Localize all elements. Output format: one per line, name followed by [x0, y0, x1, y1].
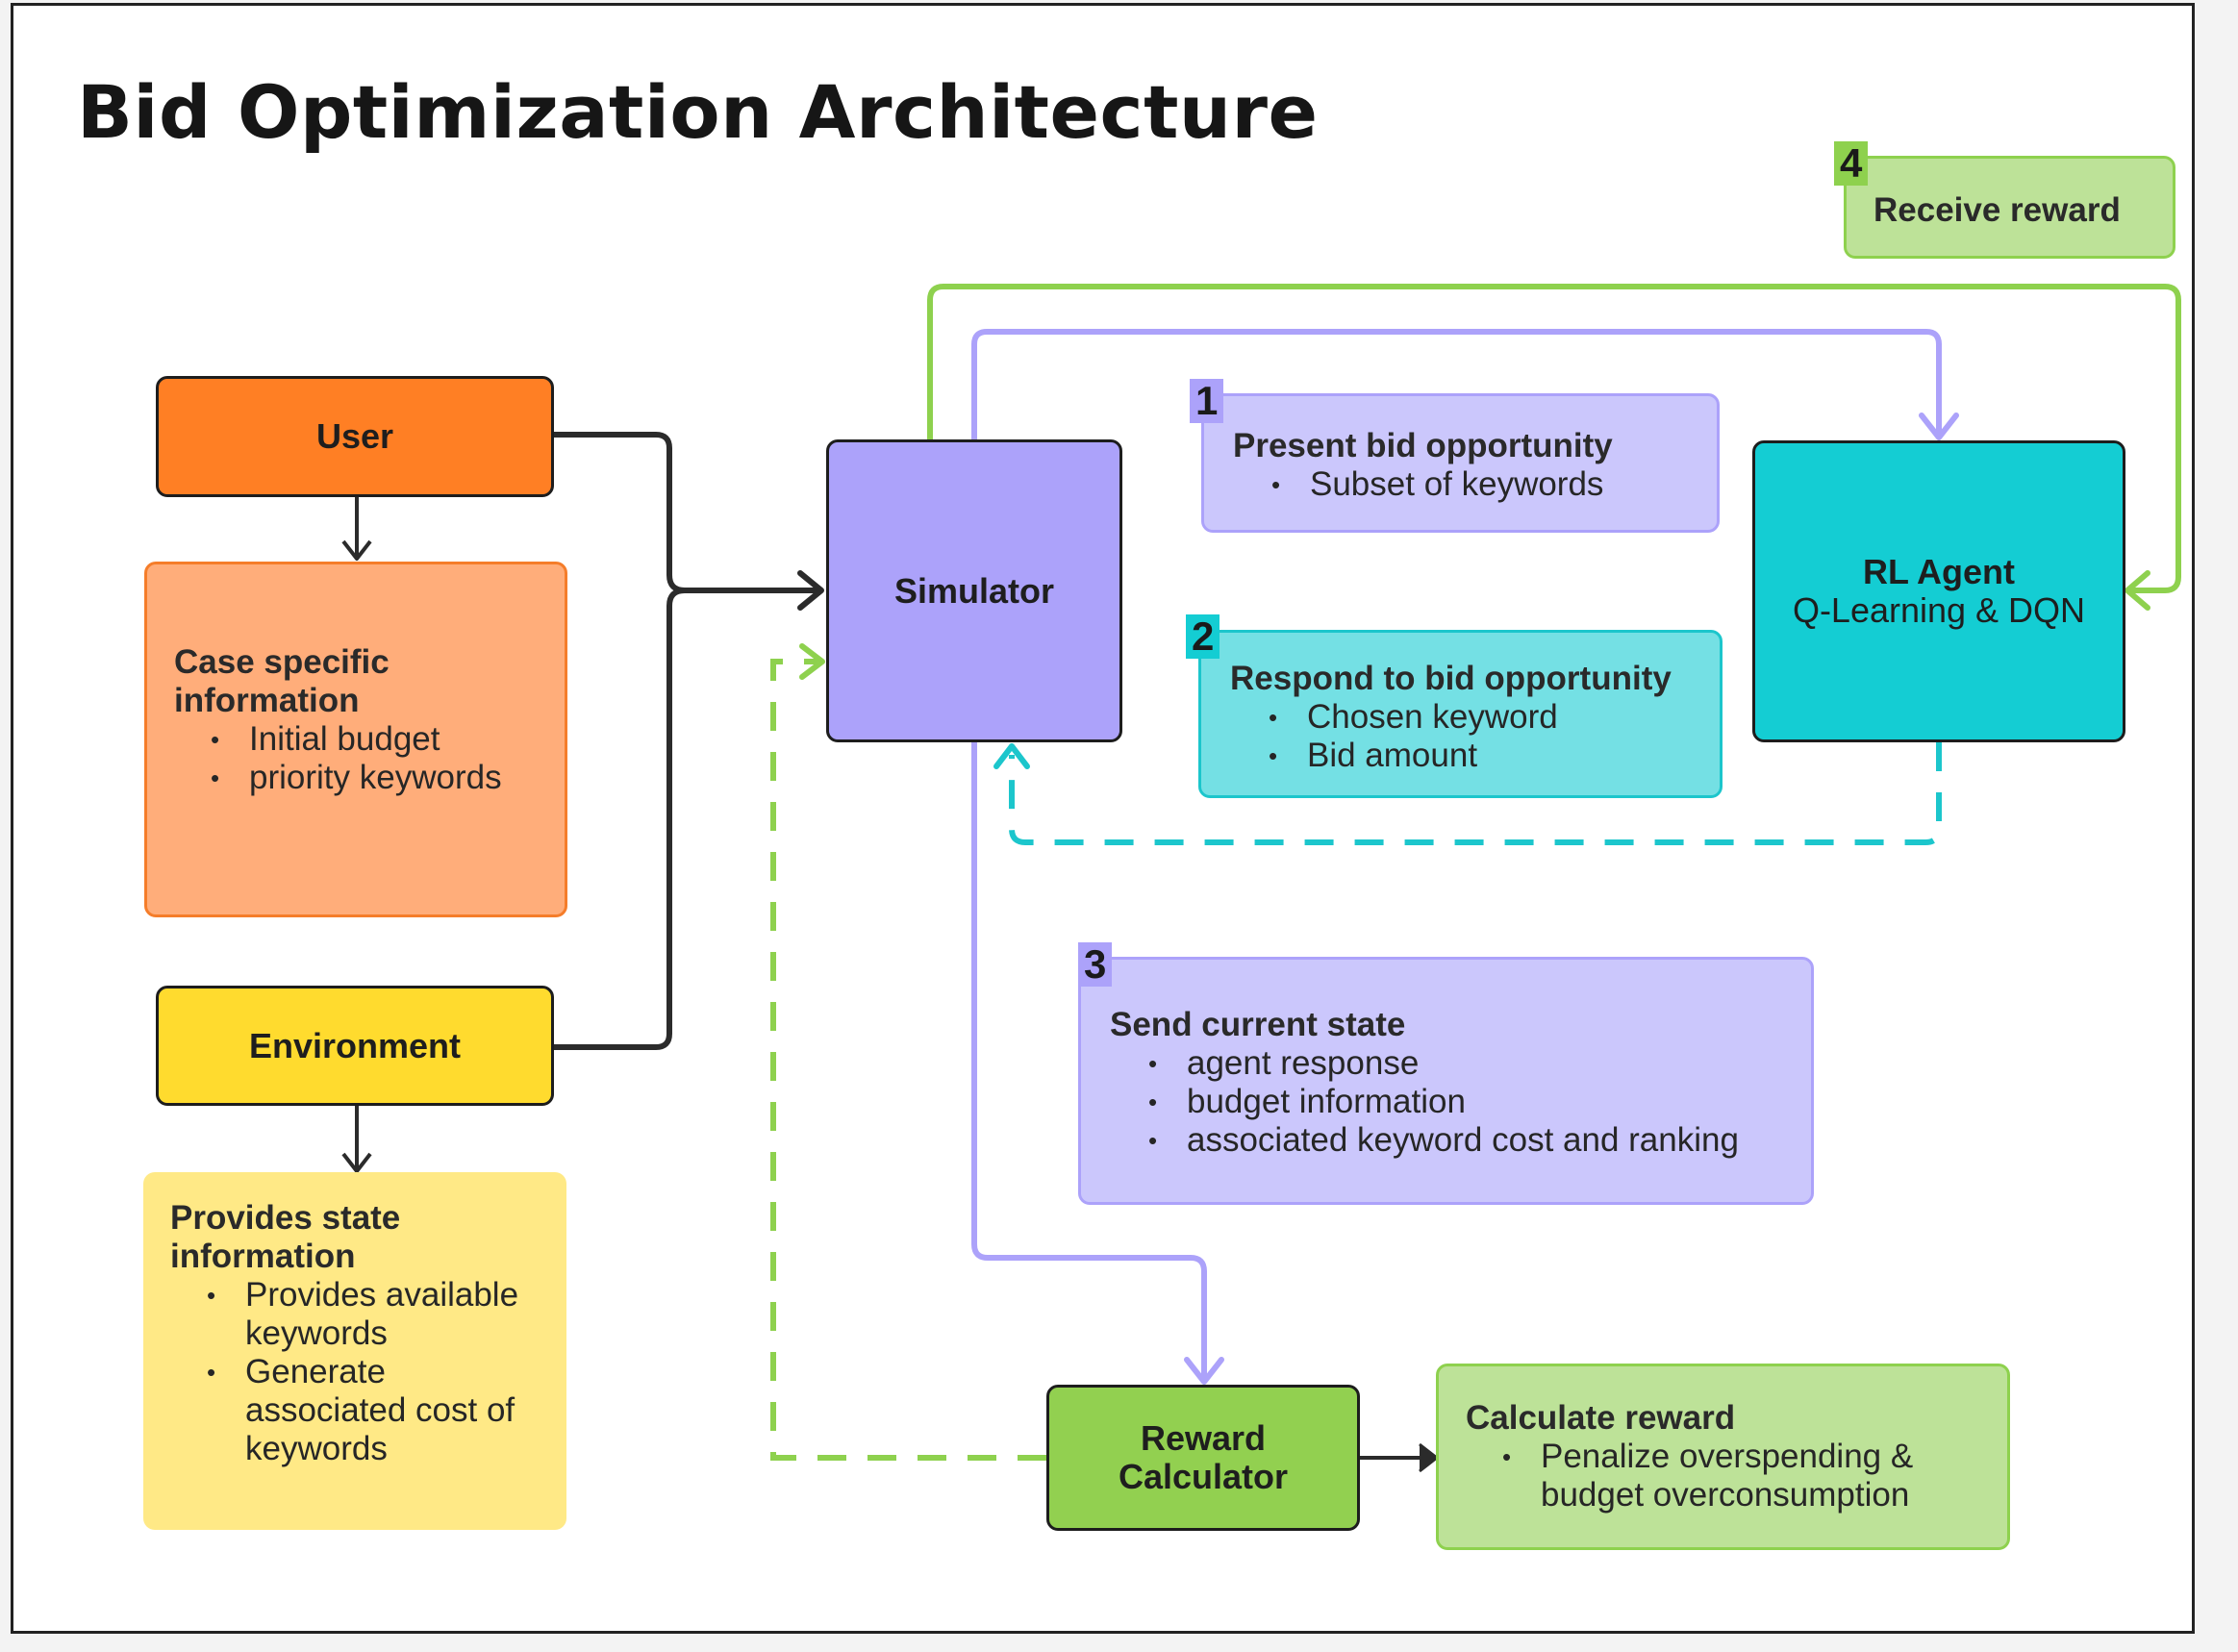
step-2-list: Chosen keyword Bid amount — [1230, 698, 1691, 775]
step-1-list: Subset of keywords — [1233, 465, 1688, 504]
step-2-item: Chosen keyword — [1269, 698, 1691, 737]
arrow-environment-to-simulator — [553, 588, 686, 1050]
step-3-heading: Send current state — [1110, 1006, 1406, 1043]
state-info-heading-line1: Provides state — [170, 1199, 401, 1237]
step-4-badge: 4 — [1834, 141, 1869, 186]
step-3-item: agent response — [1148, 1044, 1782, 1083]
step-2-heading: Respond to bid opportunity — [1230, 660, 1672, 697]
calculate-reward-heading: Calculate reward — [1466, 1399, 1736, 1437]
arrow-environment-to-state-info — [341, 1106, 372, 1173]
state-info-item-1-line2: keywords — [245, 1314, 388, 1352]
state-info-item-1-line1: Provides available — [245, 1276, 519, 1314]
arrow-simulator-to-reward-calculator — [971, 742, 1224, 1385]
state-info-item-2-line3: keywords — [245, 1430, 388, 1467]
reward-calculator-line1: Reward — [1140, 1418, 1267, 1458]
step-3-list: agent response budget information associ… — [1110, 1044, 1782, 1160]
arrow-reward-calculator-to-note — [1360, 1442, 1439, 1473]
case-info-note: Case specific information Initial budget… — [144, 562, 567, 917]
state-info-item: Generate associated cost of keywords — [207, 1353, 540, 1468]
state-info-note: Provides state information Provides avai… — [143, 1172, 566, 1530]
environment-label: Environment — [248, 1025, 462, 1065]
user-node: User — [156, 376, 554, 497]
case-info-list: Initial budget priority keywords — [174, 720, 538, 797]
user-label: User — [315, 416, 394, 456]
case-info-item: priority keywords — [211, 759, 538, 797]
calculate-reward-item-line2: budget overconsumption — [1541, 1476, 1910, 1514]
simulator-label: Simulator — [893, 570, 1055, 611]
reward-calculator-line2: Calculator — [1118, 1457, 1289, 1496]
state-info-item: Provides available keywords — [207, 1276, 540, 1353]
calculate-reward-item-line1: Penalize overspending & — [1541, 1438, 1914, 1475]
step-3-item: associated keyword cost and ranking — [1148, 1121, 1782, 1160]
state-info-list: Provides available keywords Generate ass… — [170, 1276, 540, 1468]
arrow-user-to-simulator — [553, 432, 824, 611]
step-3-note: Send current state agent response budget… — [1078, 957, 1814, 1205]
rl-agent-node: RL Agent Q-Learning & DQN — [1752, 440, 2125, 742]
state-info-heading-line2: information — [170, 1238, 356, 1275]
step-2-badge: 2 — [1186, 614, 1220, 659]
state-info-item-2-line2: associated cost of — [245, 1391, 515, 1429]
step-1-badge: 1 — [1190, 379, 1224, 423]
rl-agent-subtitle: Q-Learning & DQN — [1792, 590, 2086, 630]
step-3-badge: 3 — [1078, 942, 1113, 987]
calculate-reward-note: Calculate reward Penalize overspending &… — [1436, 1364, 2010, 1550]
environment-node: Environment — [156, 986, 554, 1106]
step-4-heading: Receive reward — [1873, 191, 2121, 229]
arrow-reward-feedback-to-simulator — [770, 643, 1046, 1461]
case-info-heading-line1: Case specific — [174, 643, 390, 681]
step-1-heading: Present bid opportunity — [1233, 427, 1613, 464]
step-2-item: Bid amount — [1269, 737, 1691, 775]
arrow-user-to-case-info — [341, 497, 372, 561]
arrow-rl-agent-response — [993, 742, 1942, 845]
case-info-heading-line2: information — [174, 682, 360, 719]
arrow-reward-to-rl-agent — [927, 284, 2181, 611]
step-4-note: Receive reward — [1844, 156, 2175, 259]
calculate-reward-item: Penalize overspending & budget overconsu… — [1502, 1438, 1980, 1514]
simulator-node: Simulator — [826, 439, 1122, 742]
rl-agent-title: RL Agent — [1863, 552, 2015, 591]
state-info-item-2-line1: Generate — [245, 1353, 386, 1390]
arrow-simulator-to-rl-agent — [971, 329, 1959, 440]
diagram-title: Bid Optimization Architecture — [77, 69, 1319, 155]
reward-calculator-node: Reward Calculator — [1046, 1385, 1360, 1531]
case-info-item: Initial budget — [211, 720, 538, 759]
step-2-note: Respond to bid opportunity Chosen keywor… — [1198, 630, 1723, 798]
step-1-note: Present bid opportunity Subset of keywor… — [1201, 393, 1720, 533]
calculate-reward-list: Penalize overspending & budget overconsu… — [1466, 1438, 1980, 1514]
step-3-item: budget information — [1148, 1083, 1782, 1121]
step-1-item: Subset of keywords — [1271, 465, 1688, 504]
